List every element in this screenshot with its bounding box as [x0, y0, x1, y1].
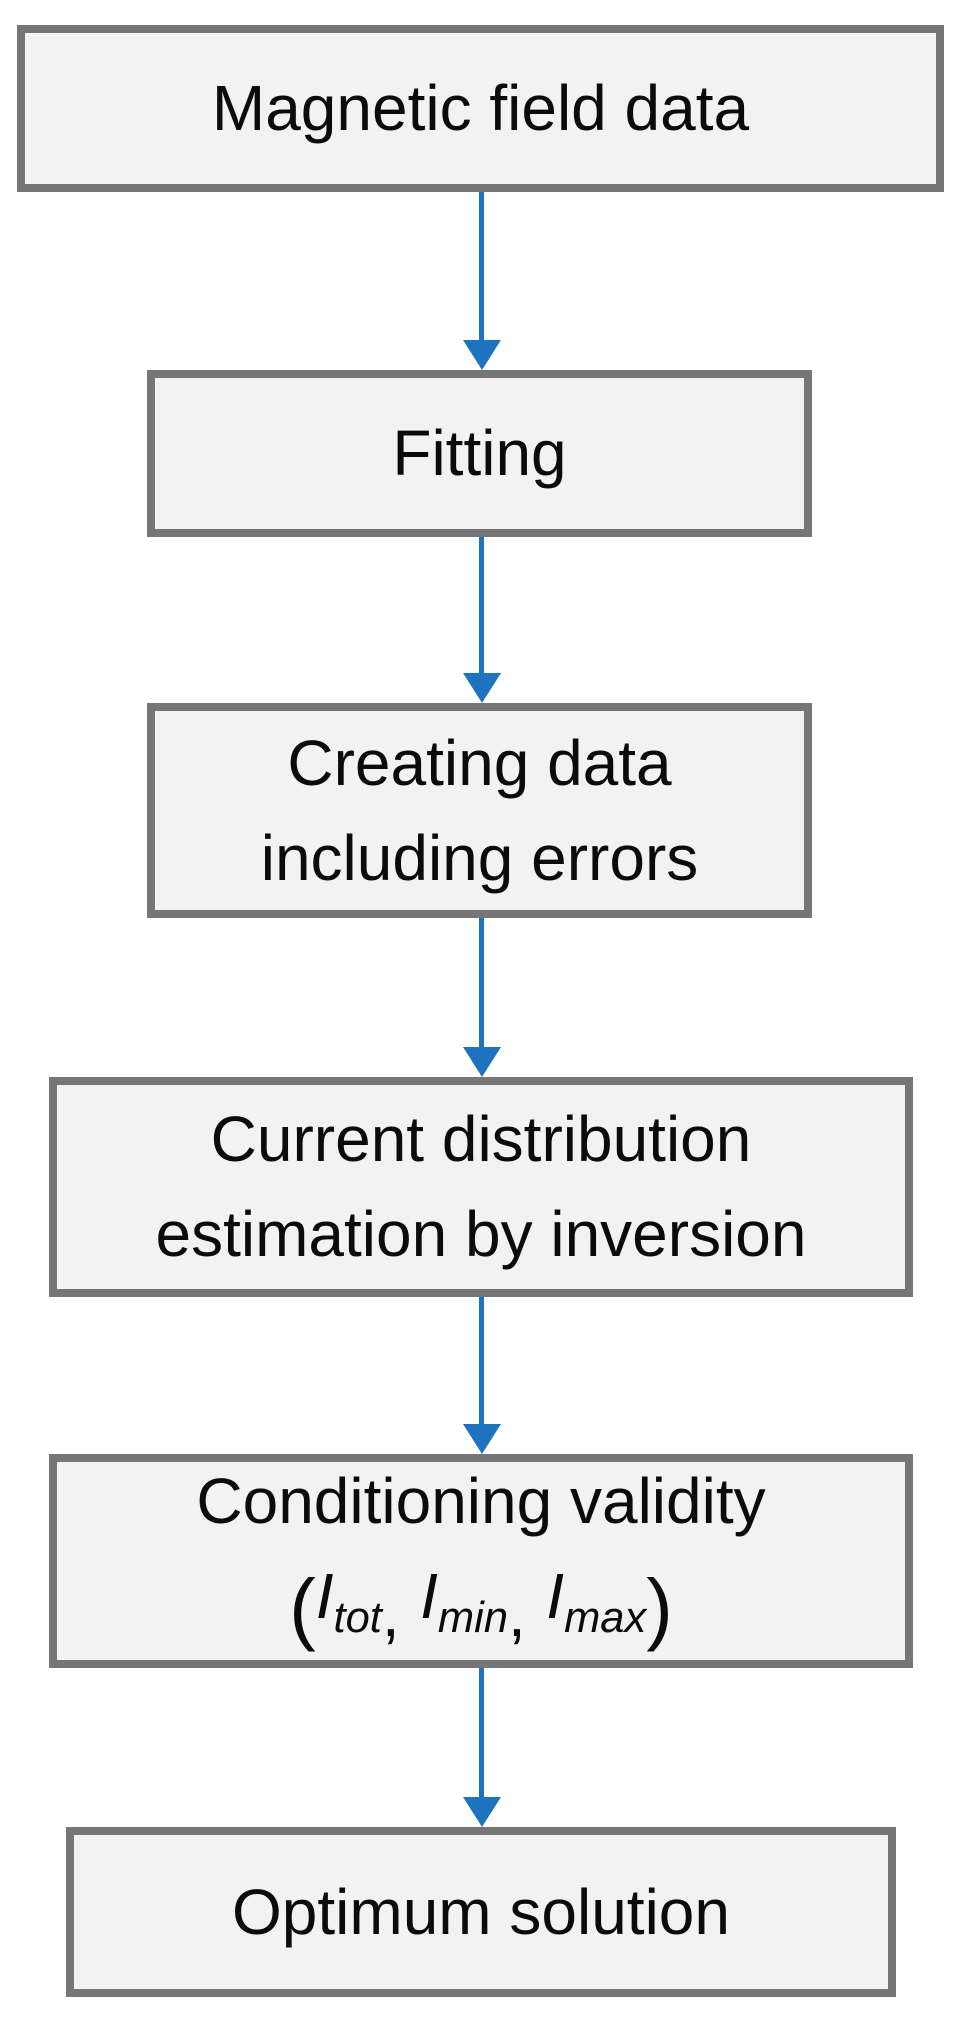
formula-variable: I	[546, 1559, 565, 1632]
formula-subscript: tot	[333, 1593, 382, 1642]
node-label: Fitting	[392, 417, 567, 490]
node-label: Optimum solution	[232, 1875, 730, 1948]
formula-separator: ,	[508, 1577, 526, 1650]
node-fitting: Fitting	[147, 370, 812, 537]
flow-arrow-5	[463, 1668, 501, 1827]
flow-arrow-4	[463, 1297, 501, 1454]
arrow-head-icon	[463, 1047, 501, 1077]
formula-separator: ,	[381, 1577, 400, 1650]
formula-variable: I	[315, 1559, 334, 1632]
formula-subscript: min	[437, 1593, 509, 1642]
arrow-head-icon	[463, 673, 501, 703]
arrow-shaft	[479, 1668, 484, 1799]
formula-open-paren: (	[289, 1563, 316, 1653]
arrow-shaft	[479, 918, 484, 1049]
node-label-line: including errors	[260, 821, 699, 894]
arrow-shaft	[479, 1297, 484, 1426]
node-current-distribution-estimation: Current distribution estimation by inver…	[49, 1077, 913, 1297]
node-label-line: Current distribution	[210, 1103, 752, 1176]
node-conditioning-validity: Conditioning validity (Itot,Imin,Imax)	[49, 1454, 913, 1668]
arrow-head-icon	[463, 1797, 501, 1827]
formula-close-paren: )	[646, 1563, 673, 1653]
node-label-line: Conditioning validity	[196, 1465, 766, 1538]
flow-arrow-1	[463, 192, 501, 370]
formula-variable: I	[420, 1559, 438, 1632]
node-label: Magnetic field data	[211, 72, 750, 145]
node-formula: (Itot,Imin,Imax)	[289, 1549, 673, 1668]
arrow-shaft	[479, 537, 484, 675]
arrow-head-icon	[463, 1424, 501, 1454]
node-creating-data-including-errors: Creating data including errors	[147, 703, 812, 918]
node-label-line: estimation by inversion	[155, 1198, 807, 1270]
flow-arrow-3	[463, 918, 501, 1077]
arrow-head-icon	[463, 340, 501, 370]
node-magnetic-field-data: Magnetic field data	[17, 25, 944, 192]
formula-subscript: max	[564, 1593, 647, 1642]
node-optimum-solution: Optimum solution	[66, 1827, 896, 1997]
arrow-shaft	[479, 192, 484, 342]
flow-arrow-2	[463, 537, 501, 703]
node-label-line: Creating data	[287, 726, 672, 799]
